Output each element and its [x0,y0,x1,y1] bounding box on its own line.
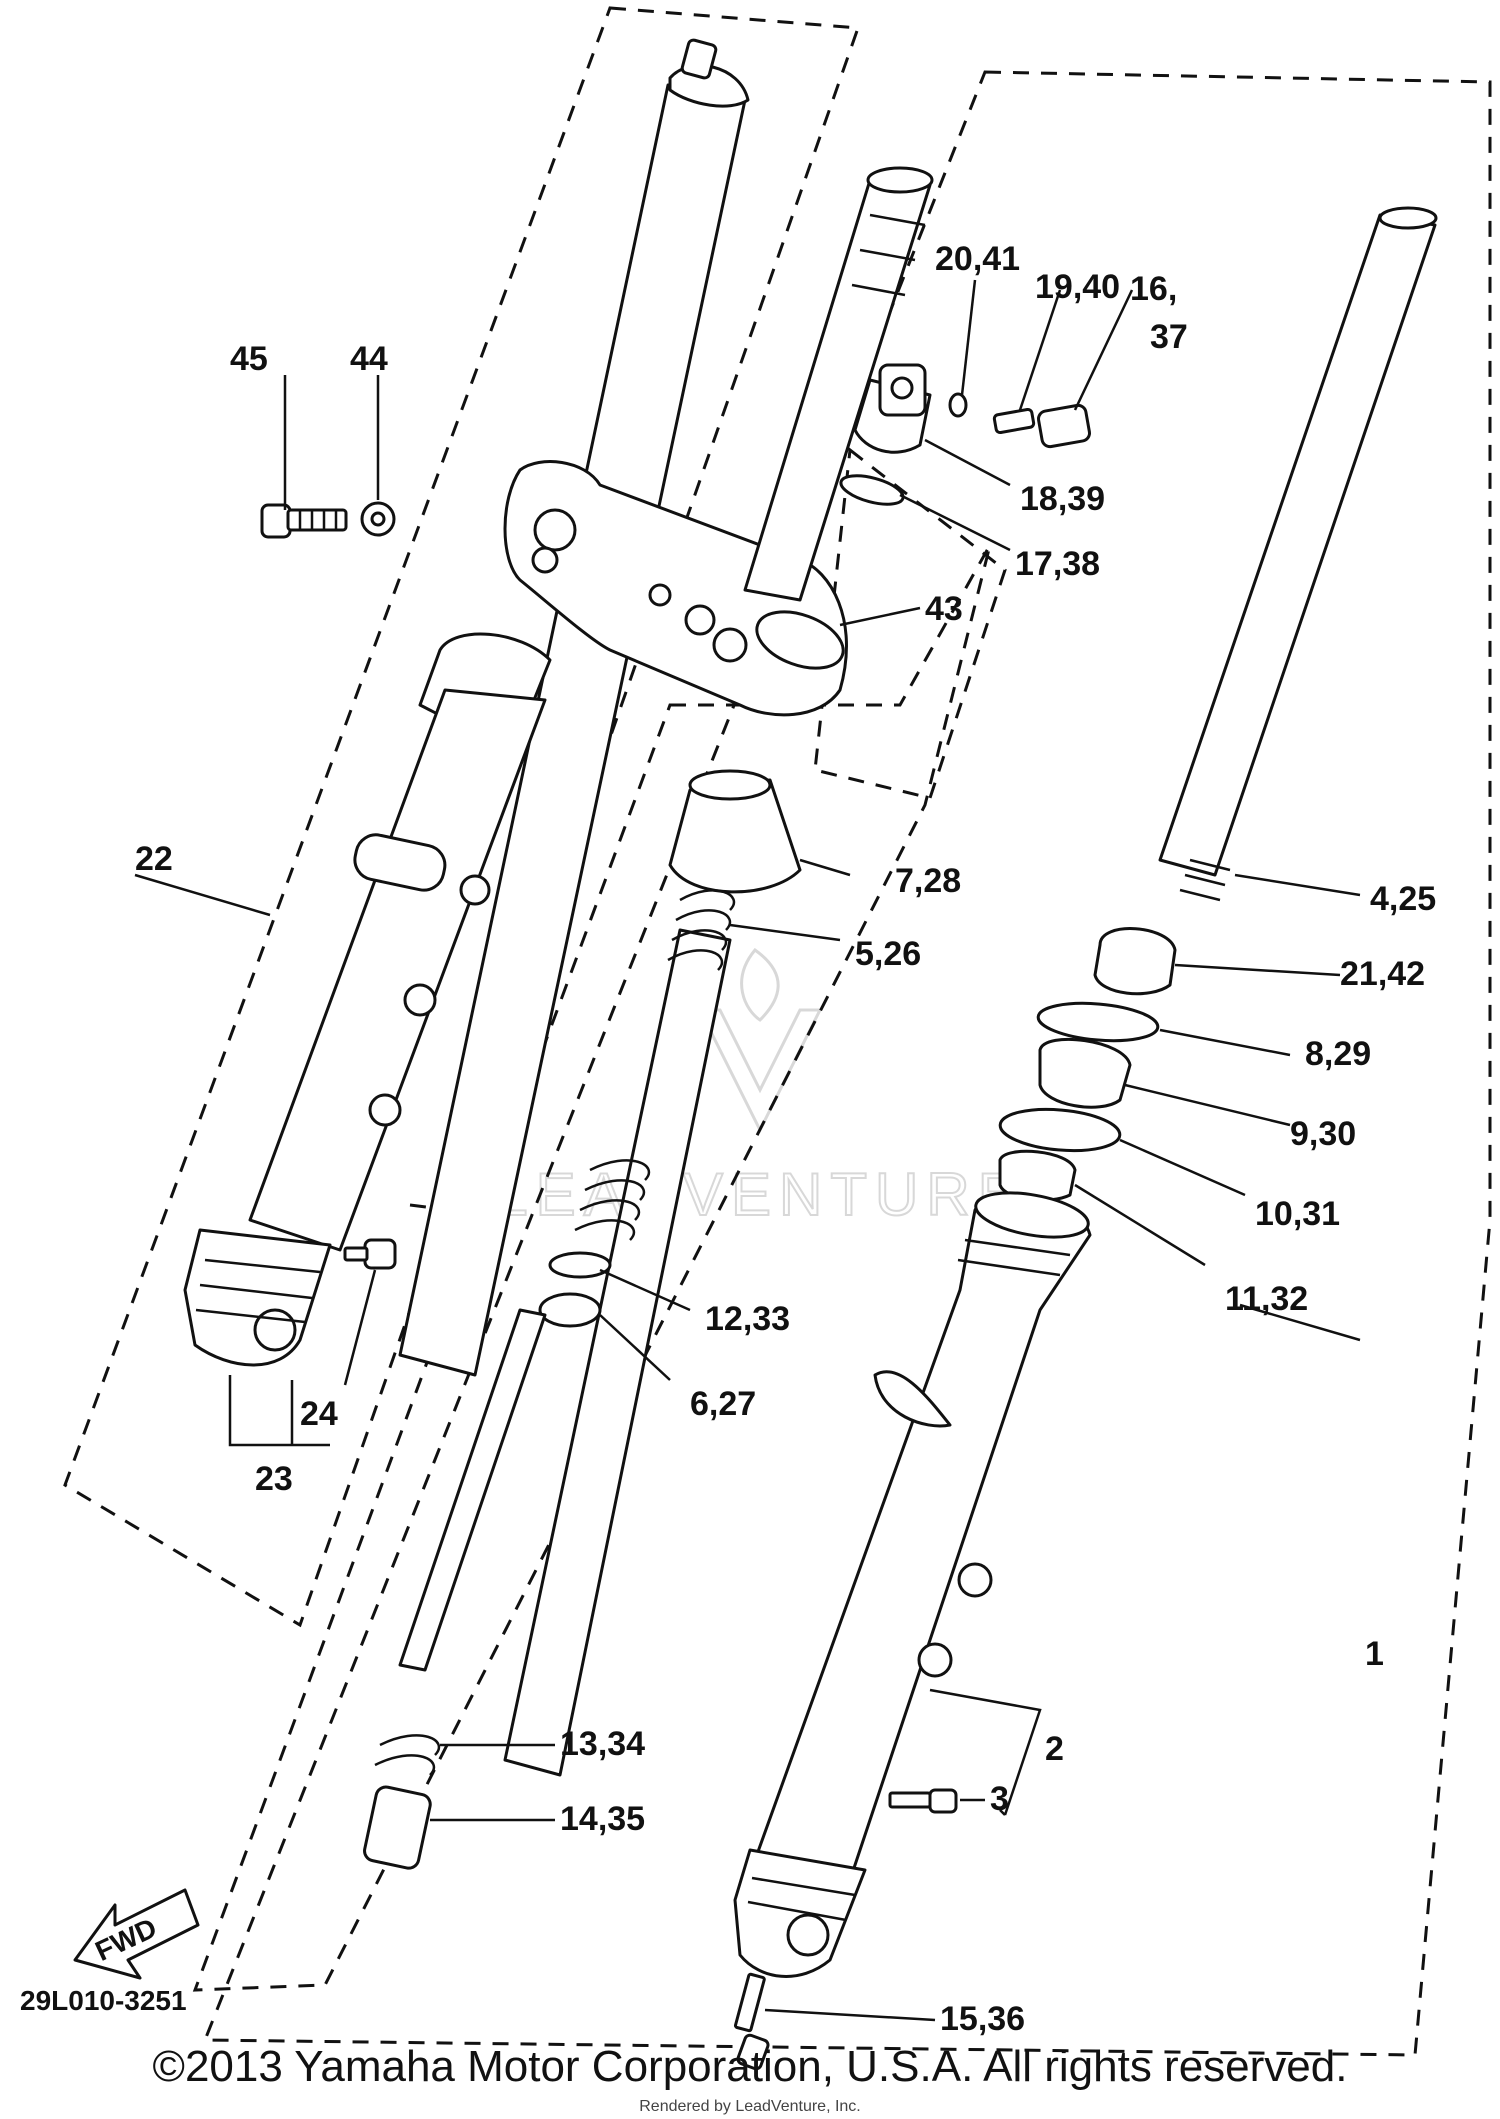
callout-16: 16, [1130,270,1177,308]
seal-stack [998,927,1177,1202]
small-bolts [343,1238,958,2071]
callout-18-39: 18,39 [1020,480,1105,518]
callout-9-30: 9,30 [1290,1115,1356,1153]
left-outer-tube [183,38,750,1377]
callout-21-42: 21,42 [1340,955,1425,993]
damper-rod-and-spring [363,889,736,1870]
callout-12-33: 12,33 [705,1300,790,1338]
cap-bolt-cluster [839,363,1091,506]
callout-43: 43 [925,590,963,628]
callout-3: 3 [990,1780,1009,1818]
copyright-text: ©2013 Yamaha Motor Corporation, U.S.A. A… [152,2042,1348,2091]
callout-22: 22 [135,840,173,878]
callout-labels: 1 2 3 4,25 5,26 6,27 7,28 8,29 9,30 10,3… [135,240,1436,2038]
callout-6-27: 6,27 [690,1385,756,1423]
inner-assembly-outline [192,544,992,1992]
callout-17-38: 17,38 [1015,545,1100,583]
watermark-text: LEADVENTURE [494,1161,1025,1228]
callout-23: 23 [255,1460,293,1498]
callout-5-26: 5,26 [855,935,921,973]
callout-14-35: 14,35 [560,1800,645,1838]
right-assembly-outline [202,70,1492,2057]
callout-8-29: 8,29 [1305,1035,1371,1073]
lower-bracket [503,460,848,717]
spring-seat-cap [668,769,802,894]
drawing-code: 29L010-3251 [20,1985,187,2016]
callout-4-25: 4,25 [1370,880,1436,918]
callout-24: 24 [300,1395,338,1433]
rendered-by-text: Rendered by LeadVenture, Inc. [639,2098,861,2115]
callout-37: 37 [1150,318,1188,356]
callout-45: 45 [230,340,268,378]
callout-11-32: 11,32 [1225,1280,1308,1318]
callout-10-31: 10,31 [1255,1195,1340,1233]
callout-1: 1 [1365,1635,1384,1673]
fwd-arrow: FWD [73,1888,200,1980]
callout-7-28: 7,28 [895,862,961,900]
callout-2: 2 [1045,1730,1064,1768]
watermark: LEADVENTURE [493,947,1025,1229]
clamp-bolt-and-washer [260,501,396,539]
leader-lines [134,279,1361,2022]
callout-15-36: 15,36 [940,2000,1025,2038]
inner-tube-top [743,166,934,602]
callout-44: 44 [350,340,388,378]
callout-20-41: 20,41 [935,240,1020,278]
right-outer-tube [733,1191,1092,1978]
callout-13-34: 13,34 [560,1725,645,1763]
callout-19-40: 19,40 [1035,268,1120,306]
left-assembly-outline [63,6,861,1628]
right-inner-tube [1158,206,1438,902]
